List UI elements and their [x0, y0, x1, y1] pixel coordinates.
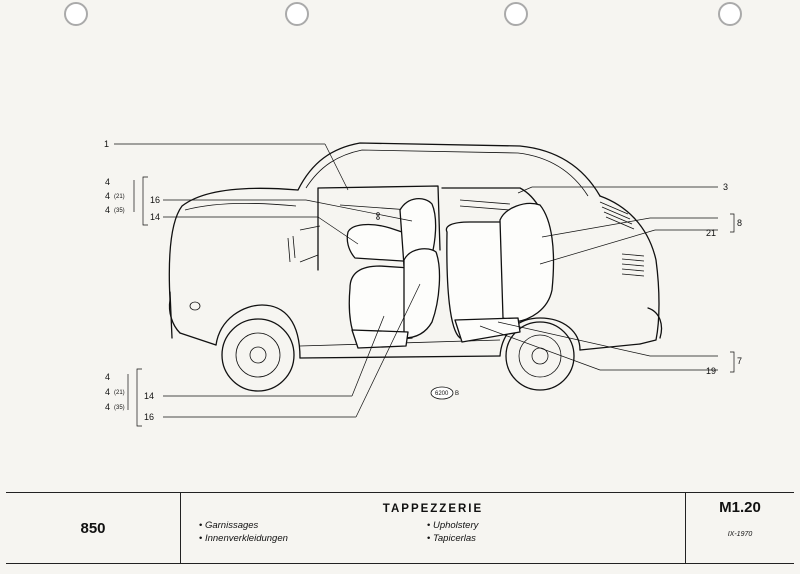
callout-left-bottom-sub-3: (35) — [114, 405, 125, 411]
title-cell: TAPPEZZERIE Garnissages Innenverkleidung… — [181, 493, 686, 563]
punch-hole-2 — [285, 2, 309, 26]
callout-left-top-group-2: 4 — [105, 191, 110, 201]
callout-left-bottom-sub-2: (21) — [114, 390, 125, 396]
translations-left: Garnissages Innenverkleidungen — [199, 520, 288, 546]
callout-left-top-sub-3: (35) — [114, 208, 125, 214]
callout-left-bottom-16: 16 — [144, 412, 154, 422]
callout-7: 7 — [737, 356, 742, 366]
callout-3: 3 — [723, 182, 728, 192]
code-cell: M1.20 IX-1970 — [686, 493, 794, 563]
callout-left-top-group-1: 4 — [105, 177, 110, 187]
callout-19: 19 — [706, 366, 716, 376]
upholstery-diagram: 1 4 4 (21) 4 (35) 16 14 4 4 (21) 4 (35) … — [104, 139, 742, 427]
section-code: M1.20 — [719, 499, 761, 516]
callout-left-bottom-group-2: 4 — [105, 387, 110, 397]
issue-date: IX-1970 — [727, 531, 753, 538]
callout-labels: 1 4 4 (21) 4 (35) 16 14 4 4 (21) 4 (35) … — [104, 139, 742, 422]
translation-english: Upholstery — [427, 520, 478, 531]
punch-hole-3 — [504, 2, 528, 26]
punch-hole-1 — [64, 2, 88, 26]
translation-german: Innenverkleidungen — [199, 533, 288, 544]
model-number: 850 — [80, 519, 106, 537]
section-title: TAPPEZZERIE — [382, 503, 484, 515]
translations-right: Upholstery Tapicerlas — [427, 520, 478, 546]
model-cell: 850 — [6, 493, 181, 563]
callout-lines — [114, 143, 735, 427]
rear-seat — [445, 202, 555, 343]
callout-left-top-16: 16 — [150, 195, 160, 205]
callout-21: 21 — [706, 228, 716, 238]
callout-8: 8 — [737, 218, 742, 228]
callout-left-top-sub-2: (21) — [114, 194, 125, 200]
drawing-number-stamp: 6200 B — [430, 386, 459, 400]
title-block: 850 TAPPEZZERIE Garnissages Innenverklei… — [6, 492, 794, 564]
callout-left-top-group-3: 4 — [105, 205, 110, 215]
translation-french: Garnissages — [199, 520, 288, 531]
callout-left-top-14: 14 — [150, 212, 160, 222]
punch-hole-4 — [718, 2, 742, 26]
front-seat — [348, 248, 441, 349]
stamp-suffix: B — [455, 391, 459, 397]
callout-left-bottom-group-3: 4 — [105, 402, 110, 412]
callout-left-bottom-group-1: 4 — [105, 372, 110, 382]
translation-spanish: Tapicerlas — [427, 533, 478, 544]
callout-1: 1 — [104, 139, 109, 149]
callout-left-bottom-14: 14 — [144, 391, 154, 401]
stamp-number: 6200 — [435, 391, 449, 397]
